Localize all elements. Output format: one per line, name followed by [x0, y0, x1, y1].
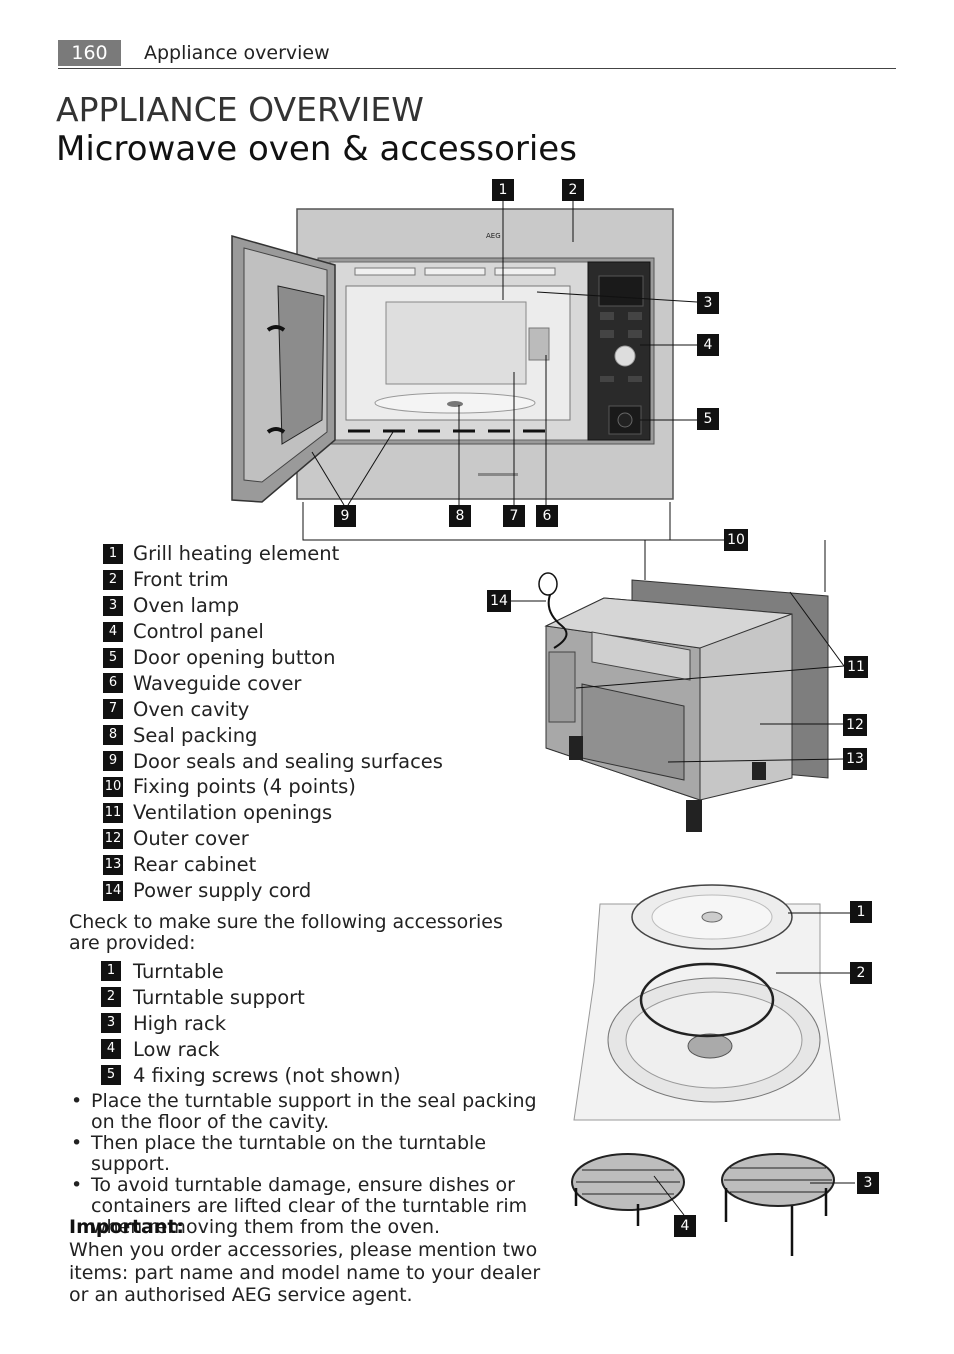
legend-label: Control panel — [133, 620, 264, 644]
page-number: 160 — [58, 40, 121, 66]
callout-9: 9 — [334, 505, 356, 527]
legend-item: 2 Front trim — [103, 567, 443, 593]
legend-number: 7 — [103, 699, 123, 720]
accessory-number: 1 — [101, 961, 121, 981]
accessory-number: 2 — [101, 987, 121, 1007]
callout-2: 2 — [562, 179, 584, 201]
legend-number: 5 — [103, 647, 123, 668]
legend-label: Seal packing — [133, 723, 258, 747]
legend-item: 3 Oven lamp — [103, 593, 443, 619]
legend-label: Waveguide cover — [133, 671, 302, 695]
accessory-item: 4 Low rack — [101, 1036, 401, 1062]
accessory-callout-3: 3 — [857, 1172, 879, 1194]
legend-label: Door seals and sealing surfaces — [133, 749, 443, 773]
accessory-item: 5 4 fixing screws (not shown) — [101, 1062, 401, 1088]
legend-item: 5 Door opening button — [103, 645, 443, 671]
legend-label: Grill heating element — [133, 542, 340, 566]
accessories-intro: Check to make sure the following accesso… — [69, 911, 503, 954]
legend-number: 13 — [103, 854, 123, 875]
accessory-number: 3 — [101, 1013, 121, 1033]
legend-number: 10 — [103, 776, 123, 797]
legend-item: 10 Fixing points (4 points) — [103, 774, 443, 800]
accessory-callout-4: 4 — [674, 1215, 696, 1237]
section-subtitle: Microwave oven & accessories — [56, 129, 577, 169]
bullet-item: To avoid turntable damage, ensure dishes… — [69, 1175, 549, 1238]
legend-number: 4 — [103, 621, 123, 642]
oven-brand-logo: AEG — [486, 232, 501, 240]
legend-number: 2 — [103, 569, 123, 590]
legend-number: 8 — [103, 725, 123, 746]
legend-item: 11 Ventilation openings — [103, 800, 443, 826]
accessory-callout-1: 1 — [850, 901, 872, 923]
legend-item: 1 Grill heating element — [103, 541, 443, 567]
legend-label: Oven lamp — [133, 594, 240, 618]
oven-model-badge — [478, 473, 518, 476]
legend-item: 4 Control panel — [103, 619, 443, 645]
legend-label: Fixing points (4 points) — [133, 775, 356, 799]
accessory-number: 4 — [101, 1039, 121, 1059]
legend-number: 6 — [103, 673, 123, 694]
important-note: When you order accessories, please menti… — [69, 1239, 541, 1306]
callout-1: 1 — [492, 179, 514, 201]
legend-number: 3 — [103, 595, 123, 616]
legend-label: Power supply cord — [133, 879, 312, 903]
callout-8: 8 — [449, 505, 471, 527]
important-label: Important: — [69, 1216, 185, 1238]
legend-number: 11 — [103, 802, 123, 823]
callout-10: 10 — [724, 529, 748, 551]
legend-number: 1 — [103, 543, 123, 564]
bullet-item: Then place the turntable on the turntabl… — [69, 1133, 549, 1175]
legend-label: Outer cover — [133, 827, 249, 851]
legend-number: 14 — [103, 880, 123, 901]
accessory-label: 4 fixing screws (not shown) — [133, 1063, 401, 1087]
legend-label: Rear cabinet — [133, 853, 257, 877]
legend-item: 13 Rear cabinet — [103, 852, 443, 878]
legend-label: Oven cavity — [133, 697, 250, 721]
legend-number: 9 — [103, 751, 123, 772]
accessories-list: 1 Turntable 2 Turntable support 3 High rack… — [101, 958, 401, 1088]
accessory-label: Turntable — [133, 959, 224, 983]
accessory-label: Turntable support — [133, 985, 305, 1009]
callout-7: 7 — [503, 505, 525, 527]
legend-item: 12 Outer cover — [103, 826, 443, 852]
section-title: APPLIANCE OVERVIEW — [56, 90, 424, 129]
accessory-number: 5 — [101, 1065, 121, 1085]
accessory-label: Low rack — [133, 1037, 220, 1061]
callout-13: 13 — [843, 748, 867, 770]
legend-item: 9 Door seals and sealing surfaces — [103, 748, 443, 774]
legend-item: 7 Oven cavity — [103, 696, 443, 722]
legend-number: 12 — [103, 828, 123, 849]
accessory-label: High rack — [133, 1011, 226, 1035]
accessory-callout-2: 2 — [850, 962, 872, 984]
legend-label: Front trim — [133, 568, 229, 592]
callout-3: 3 — [697, 292, 719, 314]
accessory-item: 1 Turntable — [101, 958, 401, 984]
legend-item: 8 Seal packing — [103, 722, 443, 748]
legend-item: 14 Power supply cord — [103, 878, 443, 904]
legend-label: Ventilation openings — [133, 801, 333, 825]
callout-6: 6 — [536, 505, 558, 527]
legend-item: 6 Waveguide cover — [103, 670, 443, 696]
callout-14: 14 — [487, 590, 511, 612]
callout-4: 4 — [697, 334, 719, 356]
header-rule — [58, 68, 896, 69]
callout-11: 11 — [844, 656, 868, 678]
instruction-bullets: Place the turntable support in the seal … — [69, 1091, 549, 1238]
running-header: Appliance overview — [144, 42, 330, 64]
bullet-item: Place the turntable support in the seal … — [69, 1091, 549, 1133]
legend-label: Door opening button — [133, 646, 336, 669]
callout-5: 5 — [697, 408, 719, 430]
callout-12: 12 — [843, 714, 867, 736]
accessory-item: 3 High rack — [101, 1010, 401, 1036]
accessory-item: 2 Turntable support — [101, 984, 401, 1010]
